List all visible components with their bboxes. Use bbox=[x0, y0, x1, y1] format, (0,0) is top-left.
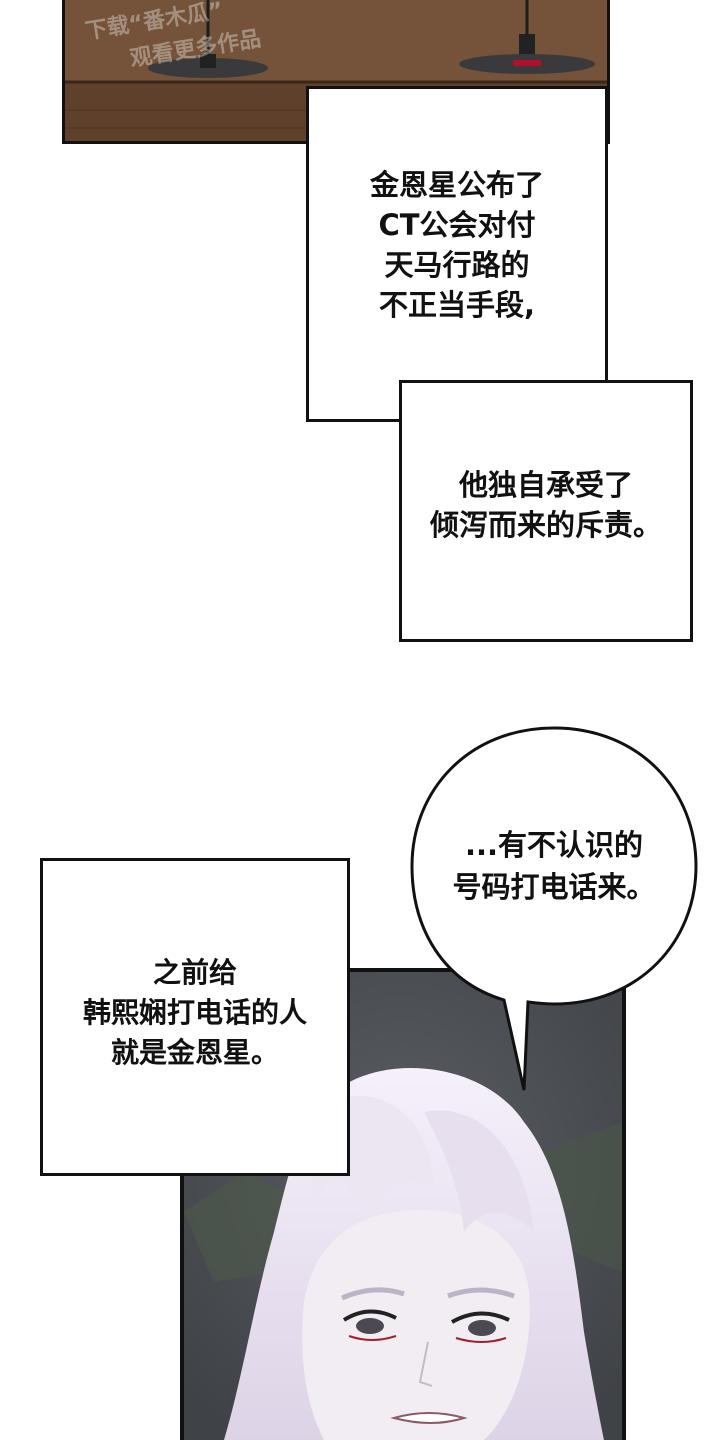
bubble-line-2: 号码打电话来。 bbox=[452, 870, 656, 904]
caption-2-line-1: 他独自承受了 bbox=[458, 468, 633, 502]
caption-1-line-4: 不正当手段, bbox=[378, 288, 536, 322]
bubble-line-1: ...有不认识的 bbox=[464, 828, 644, 862]
speech-bubble-shape bbox=[410, 726, 698, 1091]
caption-3-line-1: 之前给 bbox=[152, 956, 237, 989]
caption-2-line-2: 倾泻而来的斥责。 bbox=[429, 508, 662, 542]
speech-bubble: ...有不认识的 号码打电话来。 bbox=[412, 728, 696, 1004]
caption-box-3: 之前给 韩熙娴打电话的人 就是金恩星。 bbox=[40, 858, 350, 1176]
caption-3-line-2: 韩熙娴打电话的人 bbox=[82, 996, 307, 1029]
caption-box-1: 金恩星公布了 CT公会对付 天马行路的 不正当手段, bbox=[306, 86, 608, 422]
caption-1-line-3: 天马行路的 bbox=[384, 248, 530, 282]
caption-box-2: 他独自承受了 倾泻而来的斥责。 bbox=[399, 380, 693, 642]
caption-3-line-3: 就是金恩星。 bbox=[110, 1036, 279, 1069]
caption-1-line-2: CT公会对付 bbox=[378, 208, 536, 242]
caption-1-line-1: 金恩星公布了 bbox=[369, 168, 544, 202]
microphone-stand-icon bbox=[459, 0, 595, 74]
microphone-stand-icon bbox=[148, 0, 268, 78]
